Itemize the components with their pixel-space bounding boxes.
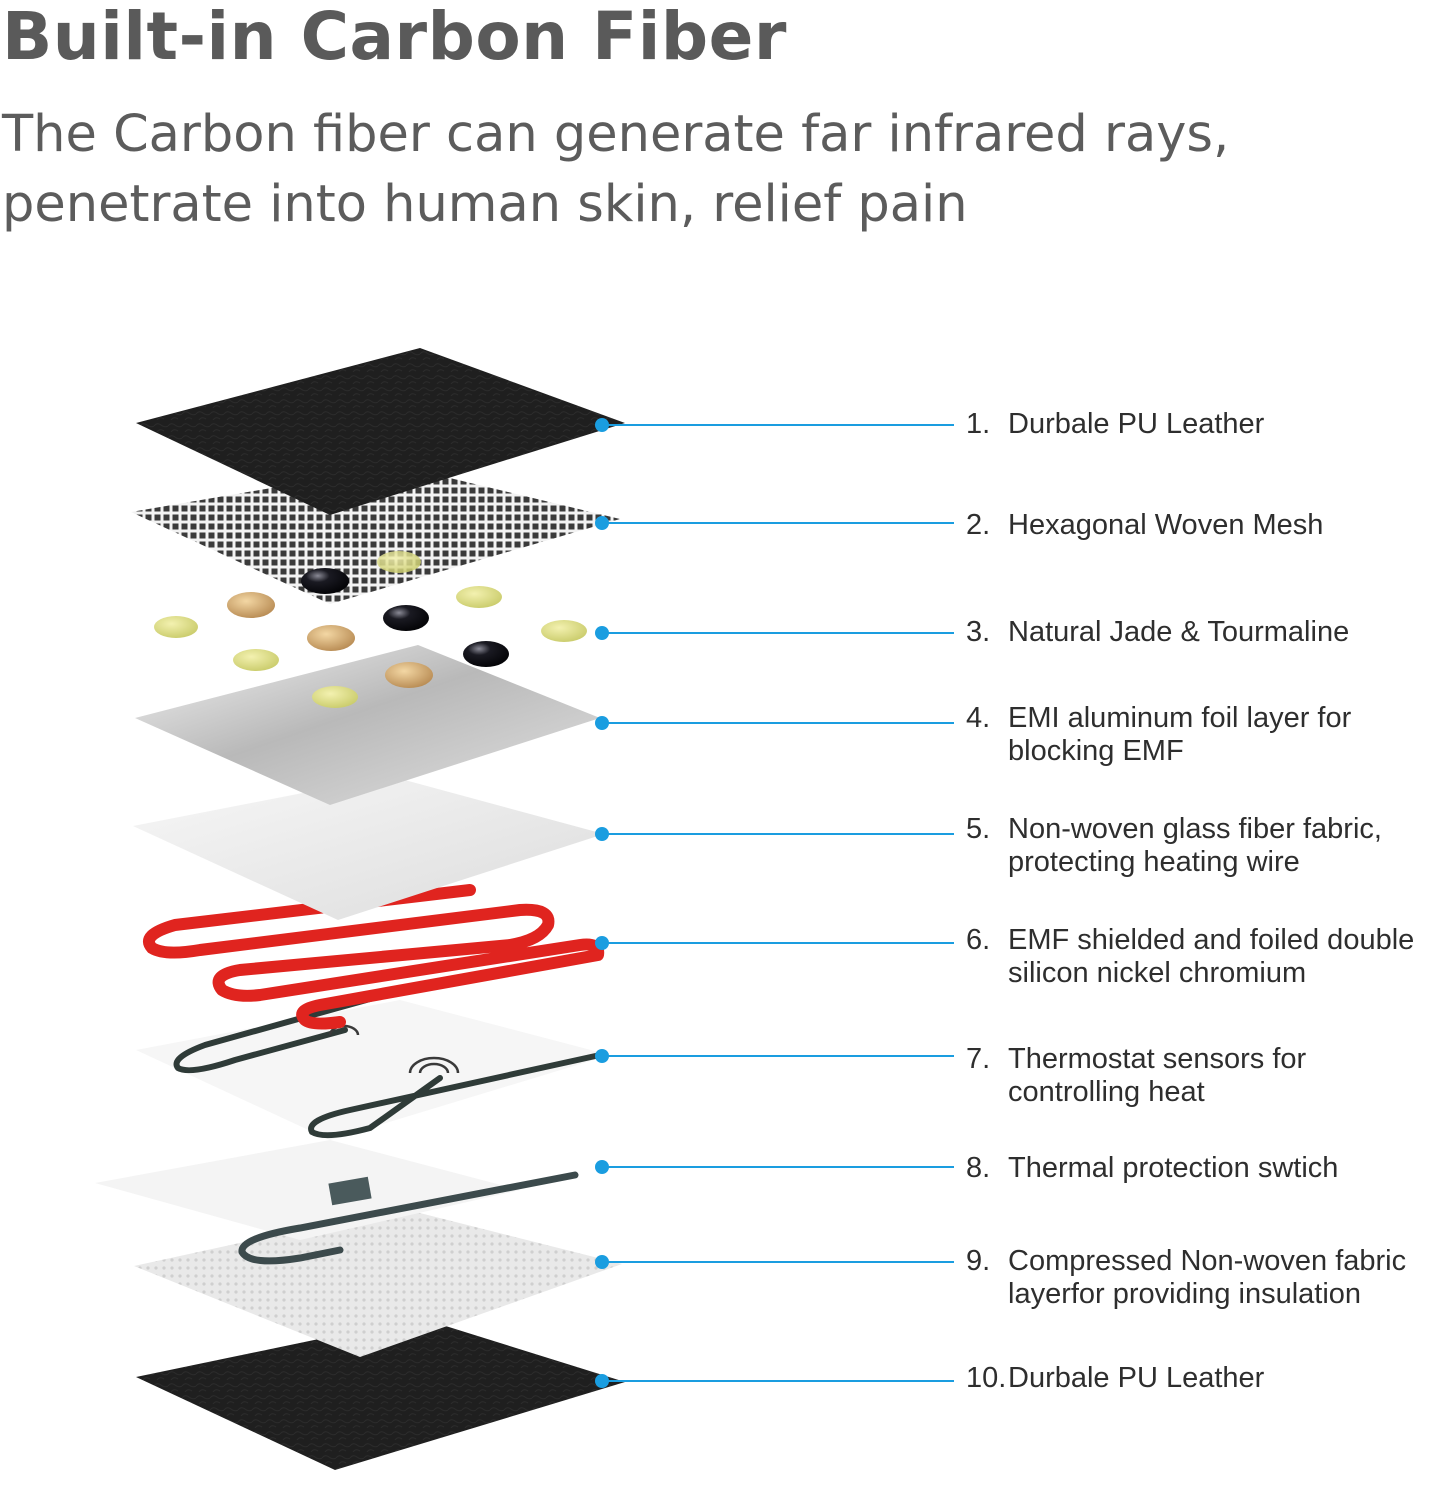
page-subtitle: The Carbon fiber can generate far infrar… [2, 105, 1230, 234]
insulation-fabric-layer [134, 1208, 622, 1357]
callout-lines [602, 424, 954, 1382]
layer-label-8: 8.Thermal protection swtich [966, 1152, 1339, 1184]
jade-tourmaline-stones [154, 586, 587, 708]
mesh-jade-stone [377, 551, 421, 573]
layer-label-3: 3.Natural Jade & Tourmaline [966, 616, 1350, 648]
layer-label-4: 4.EMI aluminum foil layer for blocking E… [966, 702, 1352, 767]
heating-wire [143, 884, 605, 1030]
thermal-switch-wire [238, 1171, 579, 1265]
bottom-leather-layer [136, 1318, 625, 1470]
sensor-sheet [136, 1000, 610, 1140]
sensor-wire-left [173, 982, 423, 1074]
layer-label-5: 5.Non-woven glass fiber fabric, protecti… [966, 813, 1382, 878]
aluminum-foil-layer [135, 645, 600, 805]
thermal-switch-sheet [95, 1140, 520, 1240]
sensor-wire-right [308, 1052, 603, 1139]
thermal-switch-chip [328, 1176, 372, 1206]
layer-label-10: 10.Durbale PU Leather [966, 1362, 1265, 1394]
layer-label-2: 2.Hexagonal Woven Mesh [966, 509, 1324, 541]
hexagonal-mesh-layer [131, 466, 620, 604]
glass-fiber-fabric-layer [133, 776, 604, 920]
callout-dots [595, 418, 609, 1388]
layer-label-6: 6.EMF shielded and foiled double silicon… [966, 924, 1415, 989]
mesh-tourmaline-stone [301, 568, 349, 594]
page-title: Built-in Carbon Fiber [2, 0, 787, 75]
layer-label-1: 1.Durbale PU Leather [966, 408, 1265, 440]
layer-label-7: 7.Thermostat sensors for controlling hea… [966, 1043, 1307, 1108]
layer-label-9: 9.Compressed Non-woven fabric layerfor p… [966, 1245, 1407, 1310]
top-leather-layer [136, 348, 625, 515]
